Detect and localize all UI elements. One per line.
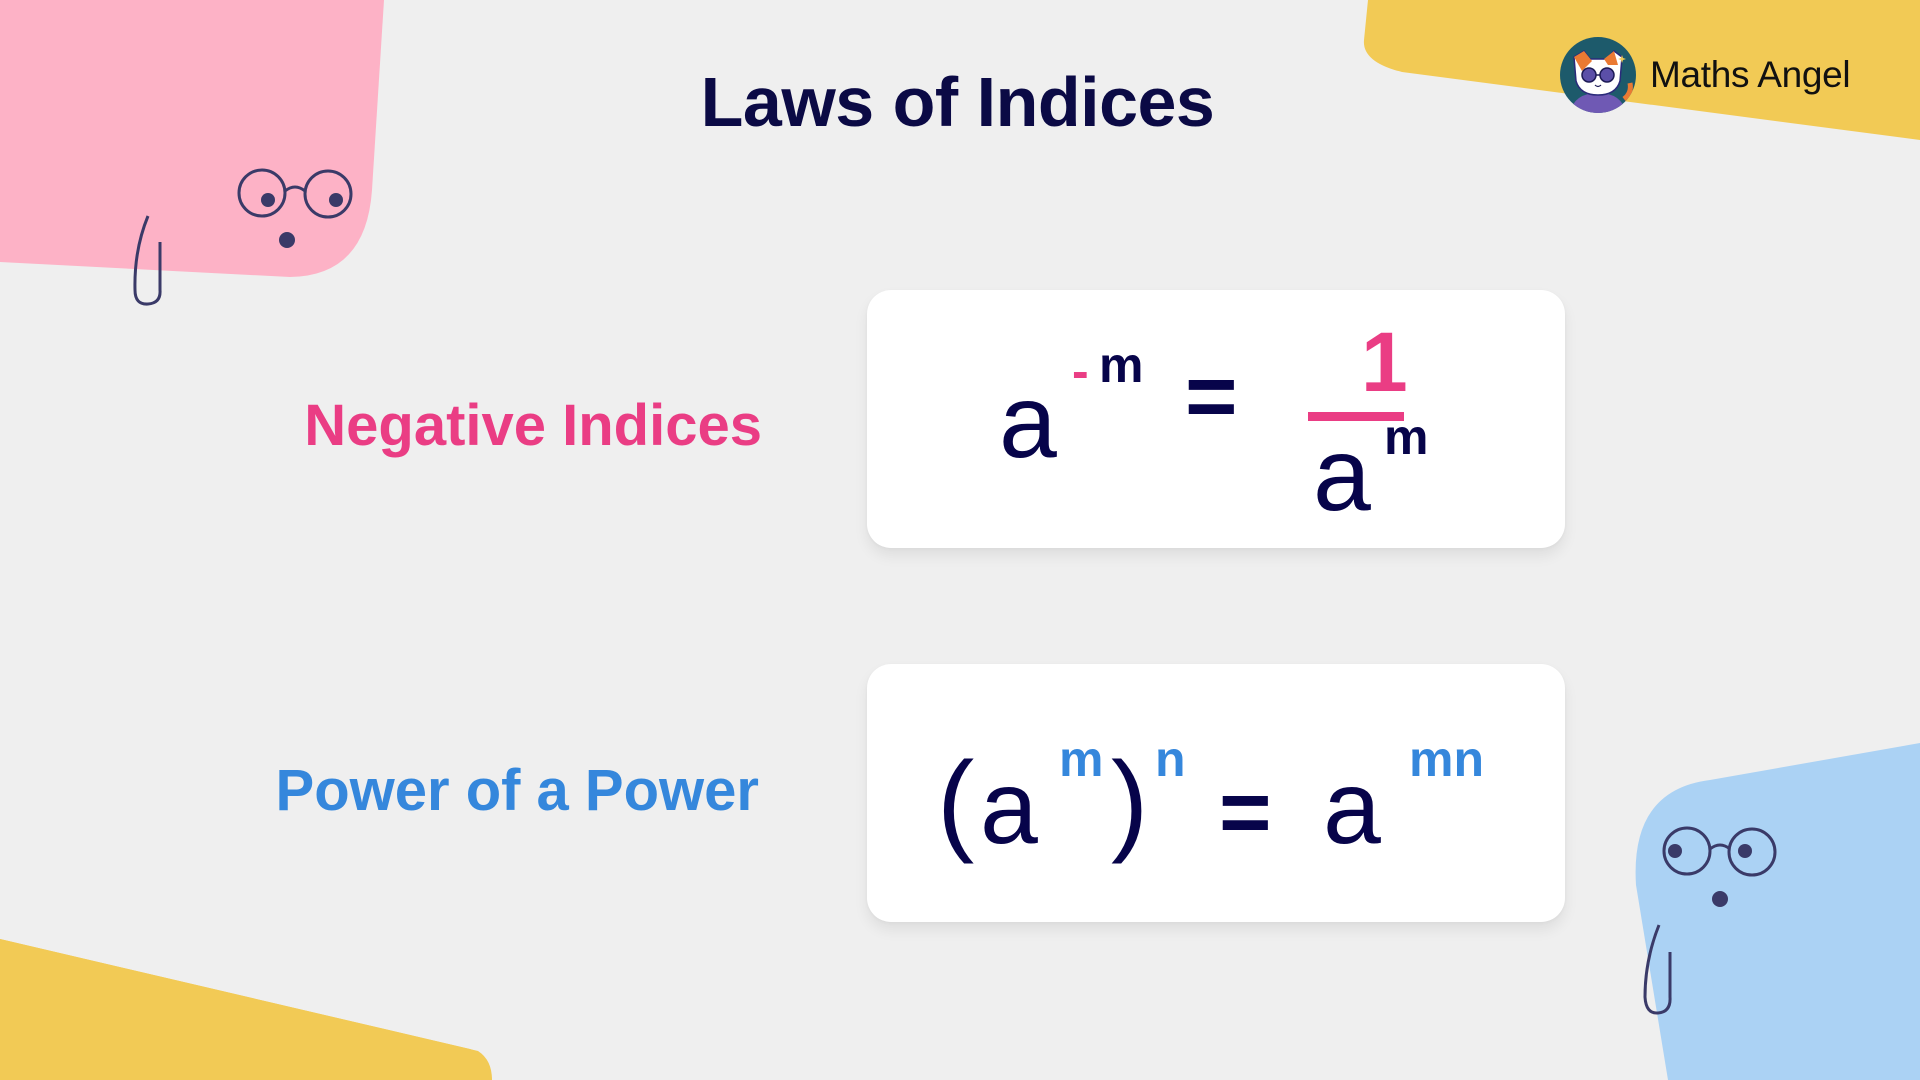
equals-sign: = <box>1219 763 1272 863</box>
rhs-base: a <box>1323 750 1381 866</box>
inner-exponent: m <box>1059 731 1104 787</box>
yellow-shape-bottom <box>0 939 492 1080</box>
inner-base: a <box>980 750 1038 866</box>
cat-with-sunglasses-logo-icon <box>1560 37 1636 113</box>
close-parenthesis: ) <box>1111 739 1149 864</box>
open-parenthesis: ( <box>937 739 975 864</box>
lhs-exponent: m <box>1099 337 1144 393</box>
lhs-exponent-sign: - <box>1072 343 1089 399</box>
blue-character-face-icon <box>1643 826 1777 1015</box>
negative-indices-formula-card: a - m = 1 a m <box>867 290 1565 548</box>
power-of-a-power-label: Power of a Power <box>275 758 759 823</box>
slide-title: Laws of Indices <box>700 63 1215 141</box>
denominator-base: a <box>1313 417 1371 533</box>
outer-exponent: n <box>1155 731 1186 787</box>
lhs-base: a <box>999 364 1057 480</box>
fraction-numerator: 1 <box>1361 315 1408 409</box>
denominator-exponent: m <box>1384 409 1429 465</box>
blue-shape <box>1635 743 1920 1080</box>
power-of-a-power-formula-card: ( a m ) n = a mn <box>867 664 1565 922</box>
brand-name: Maths Angel <box>1650 54 1851 95</box>
negative-indices-label: Negative Indices <box>304 393 762 458</box>
brand-header: Maths Angel <box>1560 37 1851 113</box>
equals-sign: = <box>1185 347 1238 447</box>
pink-character-face-icon <box>133 168 353 306</box>
fraction-bar <box>1308 412 1404 421</box>
rhs-exponent: mn <box>1409 731 1484 787</box>
